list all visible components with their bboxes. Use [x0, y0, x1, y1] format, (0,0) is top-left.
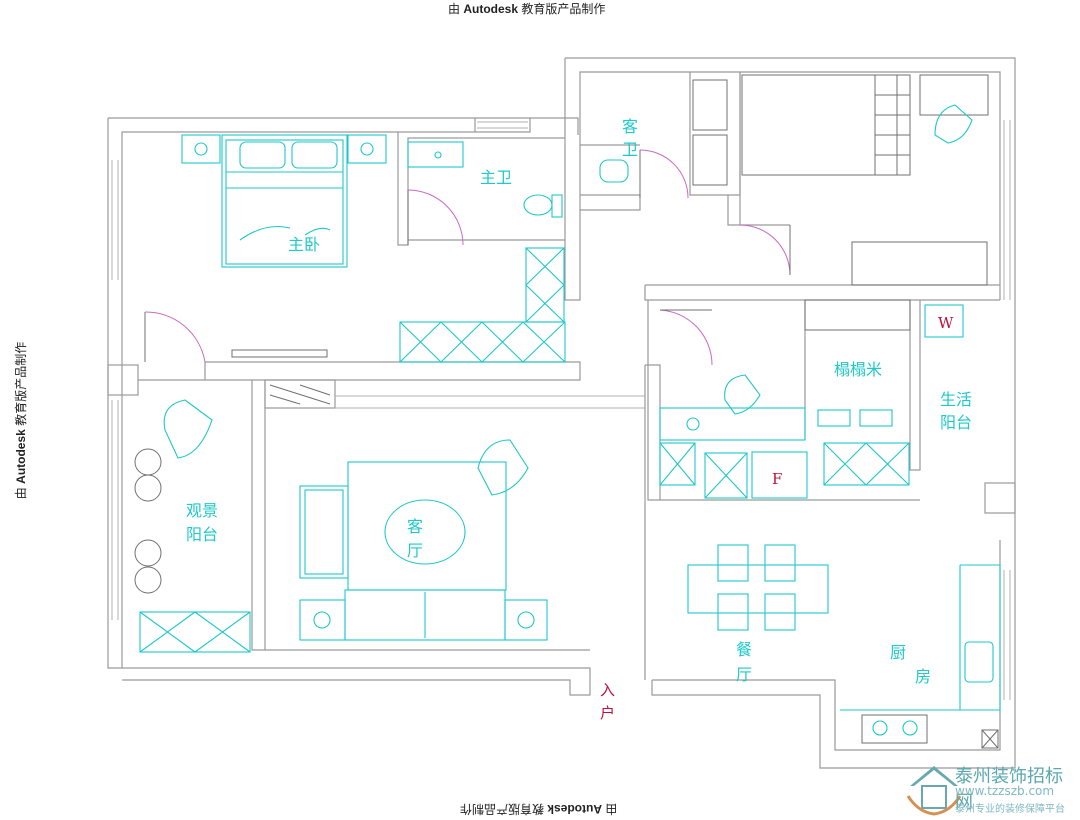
view-balcony-furniture [134, 384, 331, 653]
label-view-balcony-2: 阳台 [186, 525, 218, 544]
master-bedroom-furniture [181, 134, 566, 363]
label-kitchen-1: 厨 [890, 643, 906, 662]
doors [144, 149, 791, 366]
living-room-furniture [299, 439, 548, 641]
room-labels: 主卧 主卫 客 卫 观景 阳台 客 厅 榻榻米 生活 阳台 餐 厅 厨 房 入 … [186, 117, 972, 722]
tatami-furniture [659, 299, 964, 499]
brand-logo-title: 泰州装饰招标网 [955, 766, 1063, 813]
kitchen-furniture [840, 564, 1001, 749]
label-entrance-1: 入 [600, 681, 615, 699]
label-guest-bath-2: 卫 [622, 140, 638, 159]
guest-bath-furniture [599, 74, 989, 286]
label-living-1: 客 [407, 517, 423, 536]
label-master-bath-1: 主卫 [480, 168, 512, 187]
outer-walls [107, 57, 1016, 769]
label-living-2: 厅 [407, 541, 423, 560]
label-kitchen-2: 房 [915, 667, 931, 686]
brand-logo-url: www.tzzszb.com [955, 784, 1055, 798]
dining-furniture [687, 544, 829, 631]
label-fridge: F [772, 470, 782, 488]
label-view-balcony-1: 观景 [186, 501, 218, 520]
label-guest-bath-1: 客 [622, 117, 638, 136]
label-dining-1: 餐 [736, 640, 752, 659]
brand-logo-icon [906, 766, 962, 816]
label-dining-2: 厅 [736, 665, 752, 684]
label-utility-balcony-2: 阳台 [940, 413, 972, 432]
label-entrance-2: 户 [600, 704, 615, 722]
label-washer: W [938, 314, 954, 332]
watermark-top: 由 Autodesk 教育版产品制作 [448, 2, 606, 16]
label-tatami: 榻榻米 [834, 360, 882, 379]
label-master-bedroom: 主卧 [288, 235, 320, 254]
label-utility-balcony-1: 生活 [940, 390, 972, 409]
brand-logo-tagline: 泰州专业的装修保障平台 [955, 804, 1065, 815]
